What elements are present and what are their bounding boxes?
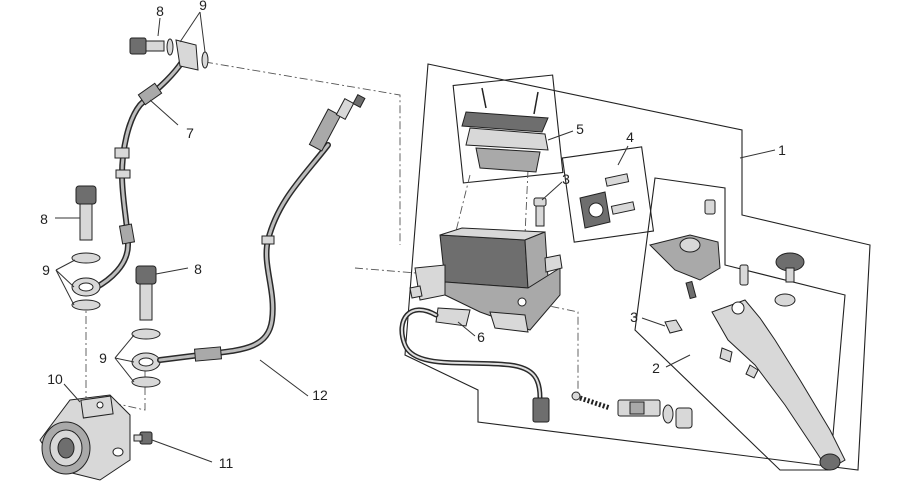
nut-part-3-lower — [664, 319, 683, 334]
bolt-part-8-middle — [135, 265, 157, 321]
callout-labels: 8 9 7 8 9 8 9 10 11 12 1 2 3 3 4 5 6 — [40, 0, 786, 471]
callout-4: 4 — [626, 129, 634, 145]
callout-2: 2 — [652, 360, 660, 376]
piston-kit — [571, 391, 693, 429]
hose-part-12 — [157, 94, 366, 363]
leader-lines — [55, 11, 776, 463]
callout-12: 12 — [312, 387, 328, 403]
callout-11: 11 — [219, 455, 234, 471]
alignment-line-top — [204, 61, 401, 245]
callout-8-left: 8 — [40, 211, 48, 227]
reservoir-cap-part-5 — [461, 87, 549, 173]
callout-1: 1 — [778, 142, 786, 158]
callout-9-middle: 9 — [99, 350, 107, 366]
assembly-frame-1 — [404, 63, 871, 471]
bleed-screw-part-11 — [133, 431, 153, 445]
callout-3-top: 3 — [562, 171, 570, 187]
clamp-part-4 — [579, 173, 636, 229]
assembly-frame-5 — [452, 74, 564, 184]
callout-8-middle: 8 — [194, 261, 202, 277]
washers-part-9-left — [71, 252, 101, 311]
callout-7: 7 — [186, 125, 194, 141]
washers-part-9-middle — [131, 328, 161, 388]
master-cylinder-body — [409, 227, 563, 333]
callout-9-top: 9 — [199, 0, 207, 13]
assembly-frame-2 — [634, 177, 846, 471]
bolt-part-8-top — [129, 37, 165, 55]
lever-part-2 — [649, 199, 846, 471]
slave-cylinder-part-10 — [39, 394, 131, 481]
switch-part-6 — [399, 307, 550, 423]
callout-6: 6 — [477, 329, 485, 345]
alignment-line-left — [85, 300, 146, 411]
callout-3-lower: 3 — [630, 309, 638, 325]
screw-part-3-top — [533, 197, 547, 227]
callout-10: 10 — [47, 371, 63, 387]
callout-8-top: 8 — [156, 3, 164, 19]
bolt-part-8-left — [75, 185, 97, 241]
callout-5: 5 — [576, 121, 584, 137]
washers-part-9-top — [166, 38, 209, 71]
hose-part-7 — [92, 59, 185, 291]
assembly-frame-4 — [561, 146, 655, 243]
callout-9-left: 9 — [42, 262, 50, 278]
